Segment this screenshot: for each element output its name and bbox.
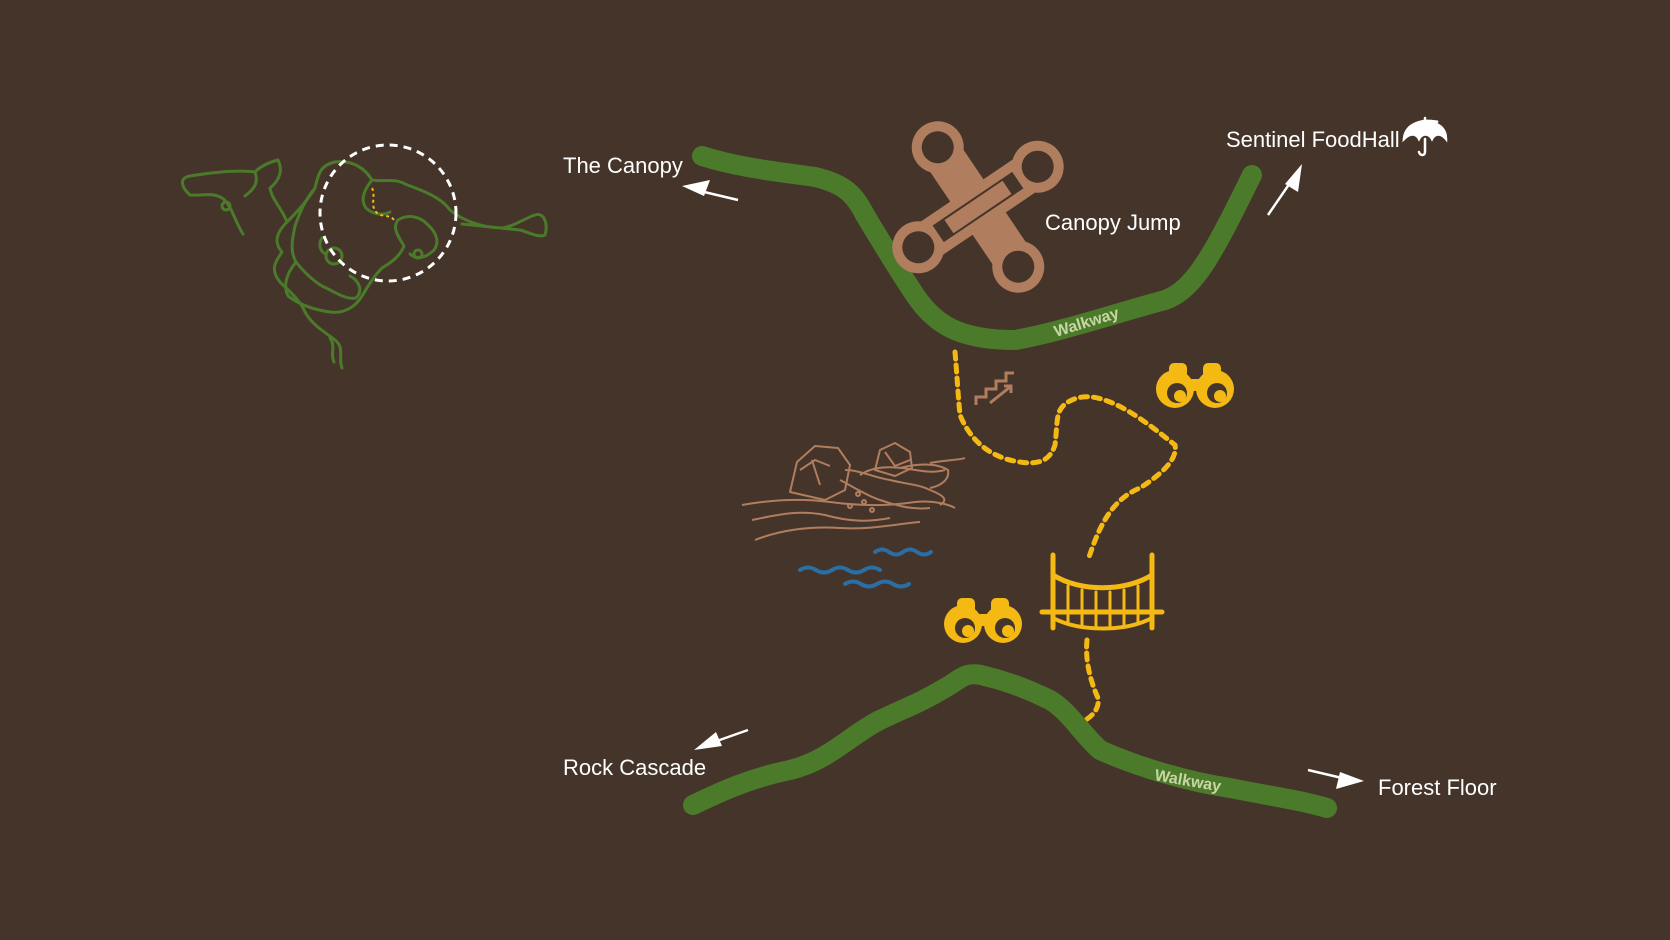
suspension-bridge-icon[interactable] — [1039, 552, 1165, 631]
walkway-upper — [692, 146, 1262, 350]
trail-path — [952, 349, 1178, 725]
walkways — [683, 146, 1337, 818]
walkway-label-upper: Walkway — [1052, 305, 1121, 341]
rock-cascade-illustration — [741, 442, 966, 541]
locator-circle — [318, 143, 458, 283]
overview-locator-map — [181, 158, 548, 370]
arrow-to-forest-floor-icon[interactable] — [1307, 768, 1364, 789]
label-the-canopy[interactable]: The Canopy — [563, 153, 683, 178]
binoculars-icon-lower[interactable] — [944, 598, 1022, 643]
label-rock-cascade[interactable]: Rock Cascade — [563, 755, 706, 780]
umbrella-icon — [1402, 116, 1448, 157]
arrow-to-the-canopy-icon[interactable] — [682, 180, 739, 202]
label-sentinel-foodhall[interactable]: Sentinel FoodHall — [1226, 127, 1400, 152]
stairs-icon — [974, 371, 1014, 405]
arrow-to-rock-cascade-icon[interactable] — [694, 728, 749, 750]
walkway-lower — [683, 664, 1337, 818]
label-canopy-jump[interactable]: Canopy Jump — [1045, 210, 1181, 235]
overview-trail-highlight — [371, 187, 395, 221]
label-forest-floor[interactable]: Forest Floor — [1378, 775, 1497, 800]
arrow-to-sentinel-foodhall-icon[interactable] — [1266, 164, 1302, 216]
binoculars-icon-upper[interactable] — [1156, 363, 1234, 408]
canopy-jump-zipline-cross-icon[interactable] — [842, 71, 1114, 343]
water-waves-icon — [798, 547, 933, 589]
